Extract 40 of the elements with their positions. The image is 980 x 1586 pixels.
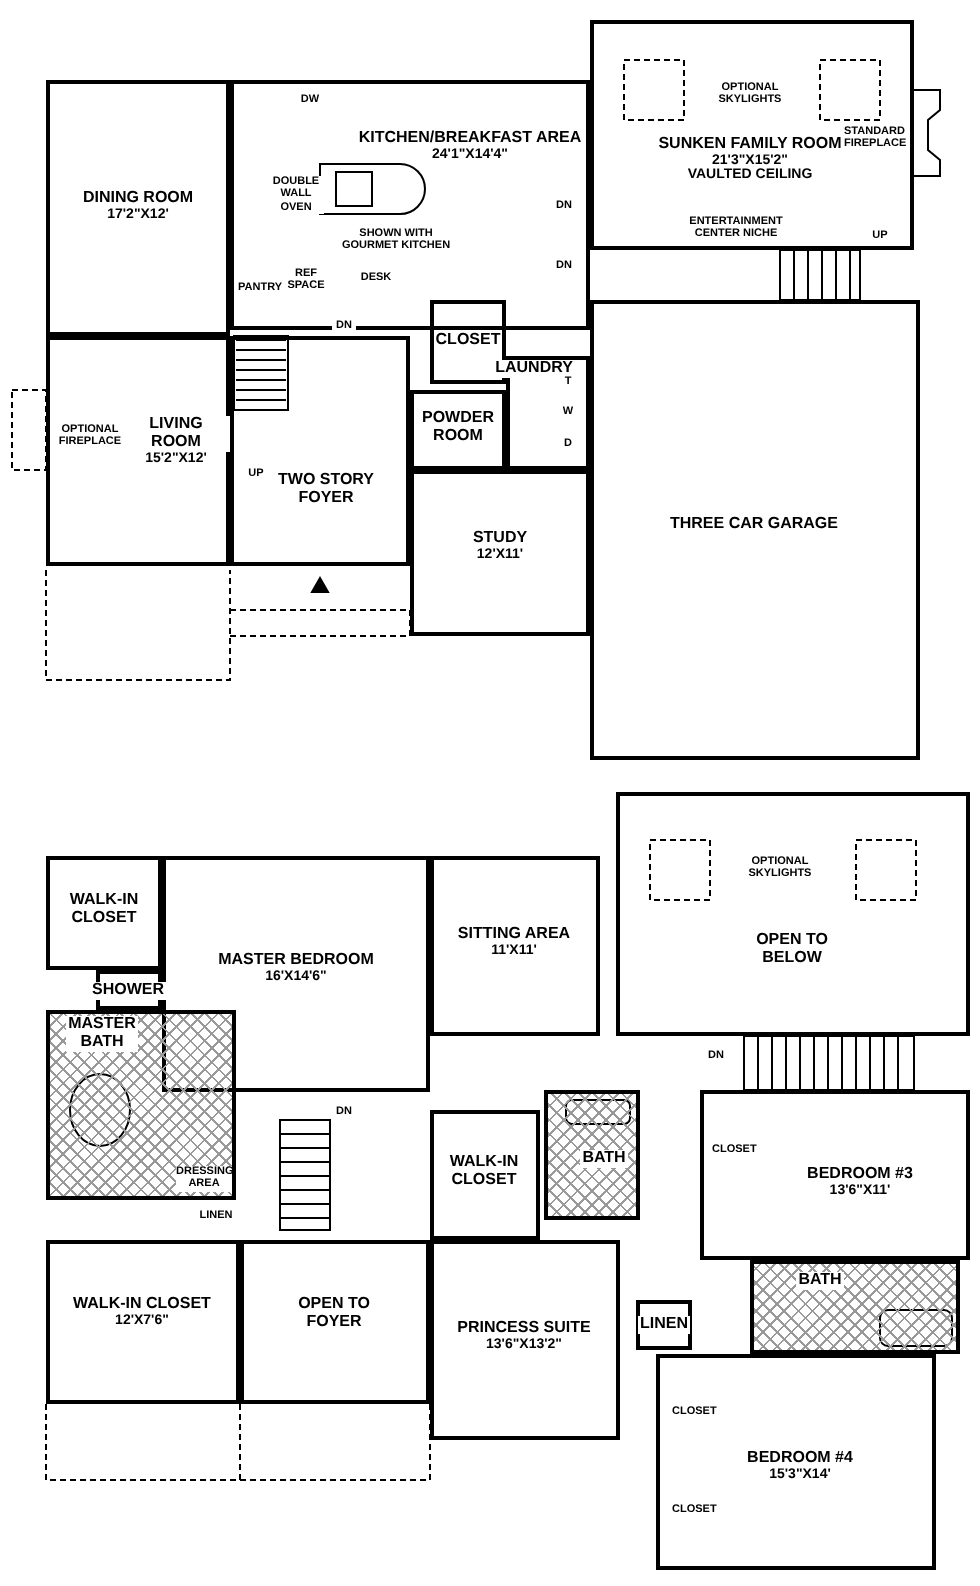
room-outline bbox=[410, 390, 506, 470]
room-name: SITTING AREA bbox=[455, 926, 573, 944]
room-outline bbox=[750, 1260, 960, 1354]
room-name: PRINCESS SUITE bbox=[455, 1320, 593, 1338]
room-name: BATH bbox=[796, 1272, 844, 1290]
room-outline bbox=[616, 792, 970, 1036]
room-name: BATH bbox=[580, 1150, 628, 1168]
room-name: LAUNDRY bbox=[493, 360, 575, 378]
room-outline bbox=[410, 470, 590, 636]
room-name: SHOWER bbox=[90, 982, 166, 1000]
room-outline bbox=[430, 856, 600, 1036]
room-outline bbox=[46, 1240, 240, 1404]
room-name: WALK-IN CLOSET bbox=[444, 1154, 524, 1190]
room-name: MASTER BATH bbox=[66, 1016, 138, 1052]
room-outline bbox=[46, 856, 162, 970]
room-name: BEDROOM #3 bbox=[805, 1166, 915, 1184]
room-outline bbox=[430, 1110, 540, 1240]
room-name: WALK-IN CLOSET bbox=[64, 892, 144, 928]
room-name: SUNKEN FAMILY ROOM bbox=[656, 136, 844, 154]
room-name: THREE CAR GARAGE bbox=[667, 516, 840, 534]
room-name: WALK-IN CLOSET bbox=[71, 1296, 213, 1314]
room-outline bbox=[430, 1240, 620, 1440]
room-name: MASTER BEDROOM bbox=[216, 952, 376, 970]
room-outline bbox=[240, 1240, 430, 1404]
room-outline bbox=[162, 856, 430, 1092]
room-name: BEDROOM #4 bbox=[745, 1450, 855, 1468]
room-outline bbox=[544, 1090, 640, 1220]
room-name: KITCHEN/BREAKFAST AREA bbox=[356, 130, 584, 148]
room-outline bbox=[46, 1010, 236, 1200]
room-name: LINEN bbox=[638, 1316, 690, 1334]
room-outline bbox=[96, 970, 162, 1010]
room-outline bbox=[636, 1300, 692, 1350]
room-outline bbox=[656, 1354, 936, 1570]
room-outline bbox=[590, 300, 920, 760]
room-outline bbox=[230, 336, 410, 566]
room-name: DINING ROOM bbox=[80, 190, 196, 208]
room-outline bbox=[700, 1090, 970, 1260]
room-name: CLOSET bbox=[433, 332, 503, 350]
room-outline bbox=[46, 80, 230, 336]
room-name: STUDY bbox=[470, 530, 530, 548]
